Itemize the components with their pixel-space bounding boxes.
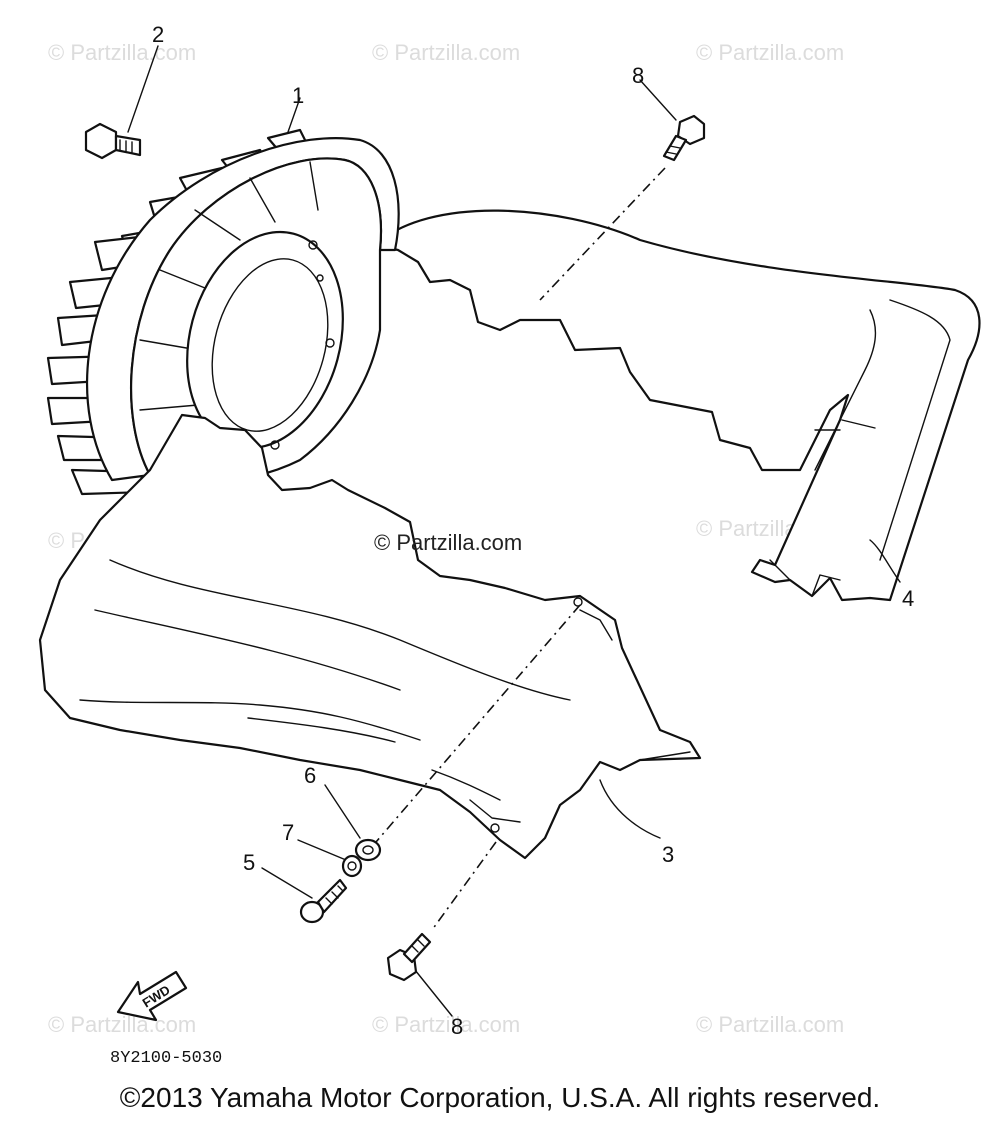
callout-part-3: 3: [662, 842, 674, 867]
leader-part-4: [869, 539, 901, 583]
leader-part-5: [261, 867, 313, 899]
watermark-bottom-center: © Partzilla.com: [372, 1012, 520, 1037]
part-7-grommet: [341, 854, 363, 878]
alignment-line-top-bolt: [539, 167, 666, 301]
callout-part-2: 2: [152, 22, 164, 47]
callout-part-7: 7: [282, 820, 294, 845]
alignment-line-washer: [375, 604, 581, 843]
part-3-fan-housing: [38, 413, 702, 860]
diagram-code: 8Y2100-5030: [110, 1049, 222, 1068]
callout-part-8-top: 8: [632, 63, 644, 88]
part-5-screw: [299, 878, 348, 924]
callout-part-1: 1: [292, 83, 304, 108]
watermark-bottom-left: © Partzilla.com: [48, 1012, 196, 1037]
leader-part-3: [599, 779, 661, 839]
part-2-bolt: [84, 122, 142, 160]
watermark-bottom-right: © Partzilla.com: [696, 1012, 844, 1037]
leader-part-1: [287, 97, 301, 133]
leader-part-7: [297, 839, 347, 861]
callout-part-8-bottom: 8: [451, 1014, 463, 1039]
callout-part-5: 5: [243, 850, 255, 875]
leader-part-2: [127, 45, 159, 133]
leader-part-8-top: [639, 79, 677, 121]
copyright-notice: ©2013 Yamaha Motor Corporation, U.S.A. A…: [119, 1082, 881, 1113]
part-1-fan: [46, 128, 400, 496]
leader-part-8-bottom: [414, 969, 453, 1017]
watermark-center: © Partzilla.com: [374, 530, 522, 555]
callout-part-6: 6: [304, 763, 316, 788]
watermark-top-center: © Partzilla.com: [372, 40, 520, 65]
part-8-bottom-bolt: [386, 932, 432, 982]
watermark-top-left: © Partzilla.com: [48, 40, 196, 65]
part-6-washer: [354, 838, 382, 862]
watermark-top-right: © Partzilla.com: [696, 40, 844, 65]
alignment-line-bottom-bolt: [431, 841, 497, 931]
fwd-arrow-icon: FWD: [116, 970, 188, 1022]
leader-part-6: [324, 784, 361, 839]
callout-part-4: 4: [902, 586, 914, 611]
part-4-band-shroud: [373, 209, 981, 602]
part-8-top-bolt: [662, 114, 706, 162]
